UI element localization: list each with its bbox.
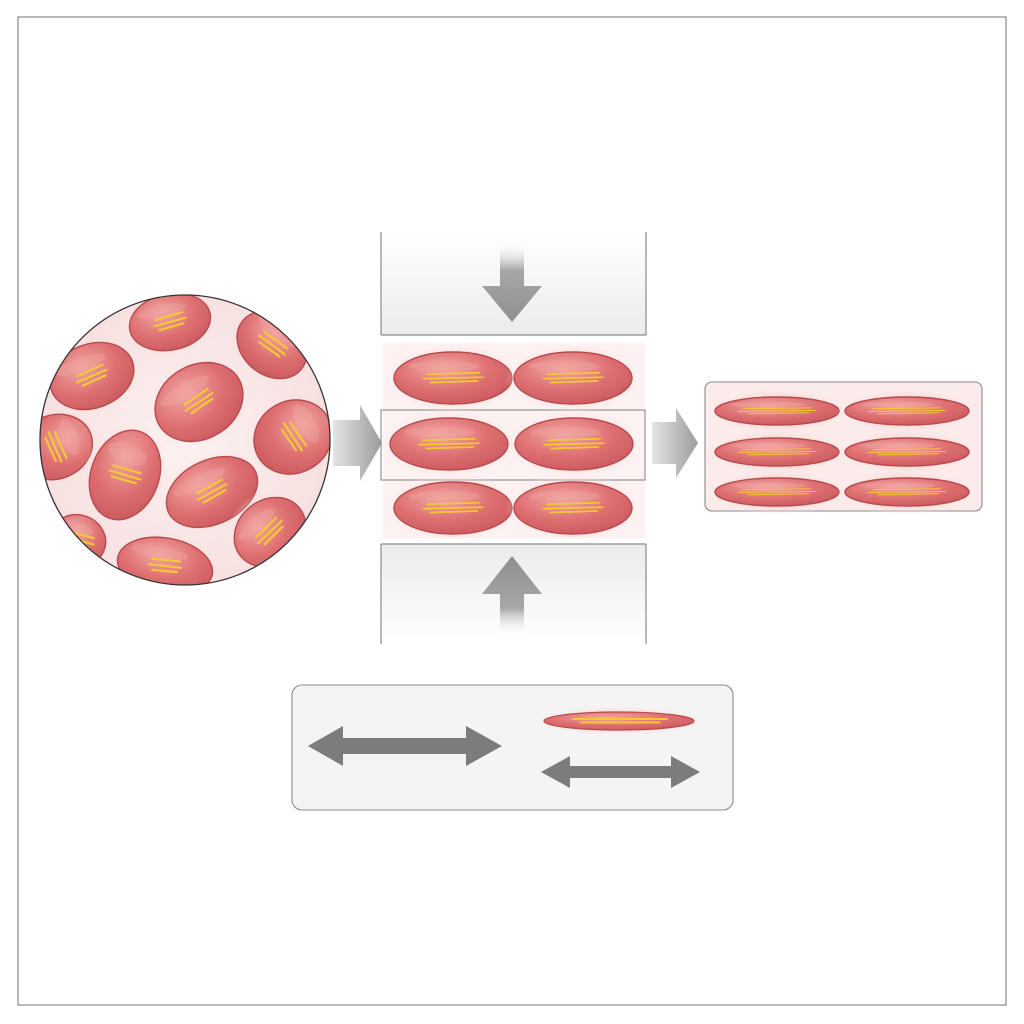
compression-press-top [380,232,647,336]
cell [836,388,978,434]
cell [836,469,978,515]
cell [385,473,521,543]
cell [244,390,330,484]
outer-frame [17,16,1007,1006]
flow-right-arrow-icon [652,408,698,478]
cell [505,343,641,413]
elongated-cells-grid [704,381,983,515]
stretch-double-arrow-icon [308,726,502,766]
cell [706,429,848,475]
compressed-cells-grid [380,343,646,543]
press-down-arrow-icon [482,242,542,322]
round-cells-cluster [39,294,331,586]
cell [706,469,848,515]
cell [40,405,102,489]
cell [80,421,170,529]
stretch-double-arrow-icon [541,756,700,788]
cell [706,388,848,434]
cell [506,409,642,479]
cell [836,429,978,475]
cell [381,409,517,479]
cell [505,473,641,543]
compression-press-bottom [380,543,647,644]
stretched-cell-sample [536,706,702,736]
cell [385,343,521,413]
cell [146,353,252,451]
press-up-arrow-icon [482,556,542,636]
flow-right-arrow-icon [333,405,382,481]
stretch-legend-panel [291,684,734,811]
cell [120,295,220,360]
